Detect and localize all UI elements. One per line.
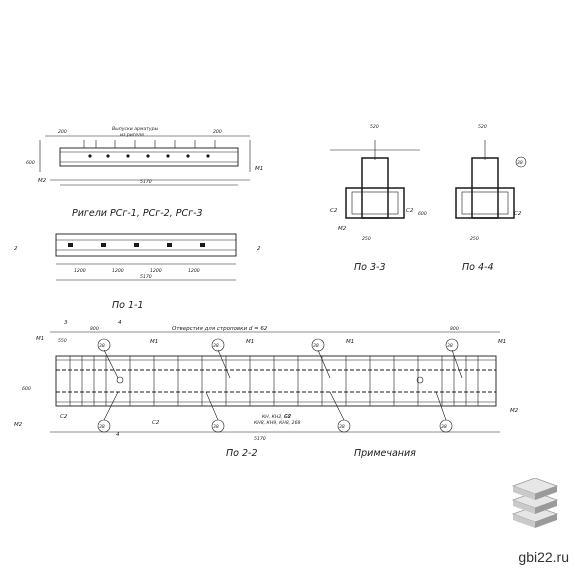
reinforcement-cage-2-2: 38 38 38 38 38 38 38 38 М1 М1 М1 М1 М1 М… [14, 320, 519, 442]
dim-cage-length: 5170 [254, 436, 266, 442]
dim-height: 600 [26, 160, 35, 166]
dim-550: 550 [58, 338, 67, 344]
section-mark-2-right: 2 [257, 246, 261, 252]
section-mark-4: 4 [118, 320, 122, 326]
mark-38-bottom-4: 38 [441, 424, 447, 430]
notes-heading: Примечания [354, 448, 416, 459]
site-watermark: gbi22.ru [518, 549, 569, 565]
sec3-base: 250 [362, 236, 371, 242]
section-mark-4-bottom: 4 [116, 432, 120, 438]
sec4-mark-38: 38 [517, 160, 523, 166]
section-mark-3: 3 [64, 320, 68, 326]
mark-38-top-3: 38 [313, 343, 319, 349]
sec4-mark-c2: С2 [514, 211, 522, 217]
dim-right-800: 800 [450, 326, 459, 332]
mark-c2-mid: С2 [152, 420, 160, 426]
mark-m2-left-2: М2 [14, 422, 23, 428]
dim-top-right: 200 [213, 129, 222, 135]
section-title-2-2: По 2-2 [226, 448, 258, 459]
section-title-1-1: По 1-1 [112, 300, 144, 311]
plan-view-1-1: 1200 1200 1200 1200 5170 2 2 [14, 233, 261, 281]
beam-elevation-view: 200 200 5170 600 Выпуски арматуры из риг… [26, 126, 263, 186]
mark-m1-right: М1 [255, 166, 263, 172]
dim-length: 5170 [140, 179, 152, 185]
mark-m2-right: М2 [510, 408, 519, 414]
cross-section-4-4: 520 250 С2 38 [455, 124, 527, 242]
dim-cage-height: 600 [22, 386, 31, 392]
dim-left-800: 800 [90, 326, 99, 332]
section-title-3-3: По 3-3 [354, 262, 386, 273]
mark-38-top-4: 38 [447, 343, 453, 349]
sec3-height: 600 [418, 211, 427, 217]
mark-m1-mid-1: М1 [150, 339, 158, 345]
rebar-note-line1: Выпуски арматуры [112, 126, 159, 132]
mark-38-top-2: 38 [213, 343, 219, 349]
mark-38-bottom-2: 38 [213, 424, 219, 430]
note-kn-a: КН, КН2, Б6 [262, 414, 290, 420]
mark-38-top-1: 38 [99, 343, 105, 349]
mark-m2-left: М2 [38, 178, 47, 184]
plan-dim-total: 5170 [140, 274, 152, 280]
mark-38-bottom-1: 38 [99, 424, 105, 430]
plan-dim-3: 1200 [150, 268, 162, 274]
sec4-base: 250 [470, 236, 479, 242]
sec4-width: 520 [478, 124, 487, 130]
sec3-mark-m2: М2 [338, 226, 347, 232]
rebar-note-line2: из ригеля [120, 133, 144, 138]
sec3-mark-c2-right: С2 [406, 208, 414, 214]
mark-c2-left: С2 [60, 414, 68, 420]
plan-dim-2: 1200 [112, 268, 124, 274]
dim-top-left: 200 [58, 129, 67, 135]
cross-section-3-3: 520 250 600 С2 С2 М2 [330, 124, 427, 242]
section-title-4-4: По 4-4 [462, 262, 494, 273]
mark-m1-right-2: М1 [498, 339, 506, 345]
mark-m1-left: М1 [36, 336, 44, 342]
beam-title: Ригели РСг-1, РСг-2, РСг-3 [72, 208, 203, 219]
sec3-mark-c2-left: С2 [330, 208, 338, 214]
note-kn-b: КН8, КН9, КН8, 268 [254, 420, 301, 426]
mark-38-bottom-3: 38 [339, 424, 345, 430]
sec3-width: 520 [370, 124, 379, 130]
lifting-holes-note: Отверстия для строповки d = 62 [172, 326, 268, 332]
mark-m1-mid-2: М1 [246, 339, 254, 345]
stacked-slabs-icon [511, 478, 559, 528]
mark-m1-mid-3: М1 [346, 339, 354, 345]
section-mark-2-left: 2 [14, 246, 18, 252]
mark-c2-right: С2 [284, 414, 292, 420]
plan-dim-4: 1200 [188, 268, 200, 274]
plan-dim-1: 1200 [74, 268, 86, 274]
